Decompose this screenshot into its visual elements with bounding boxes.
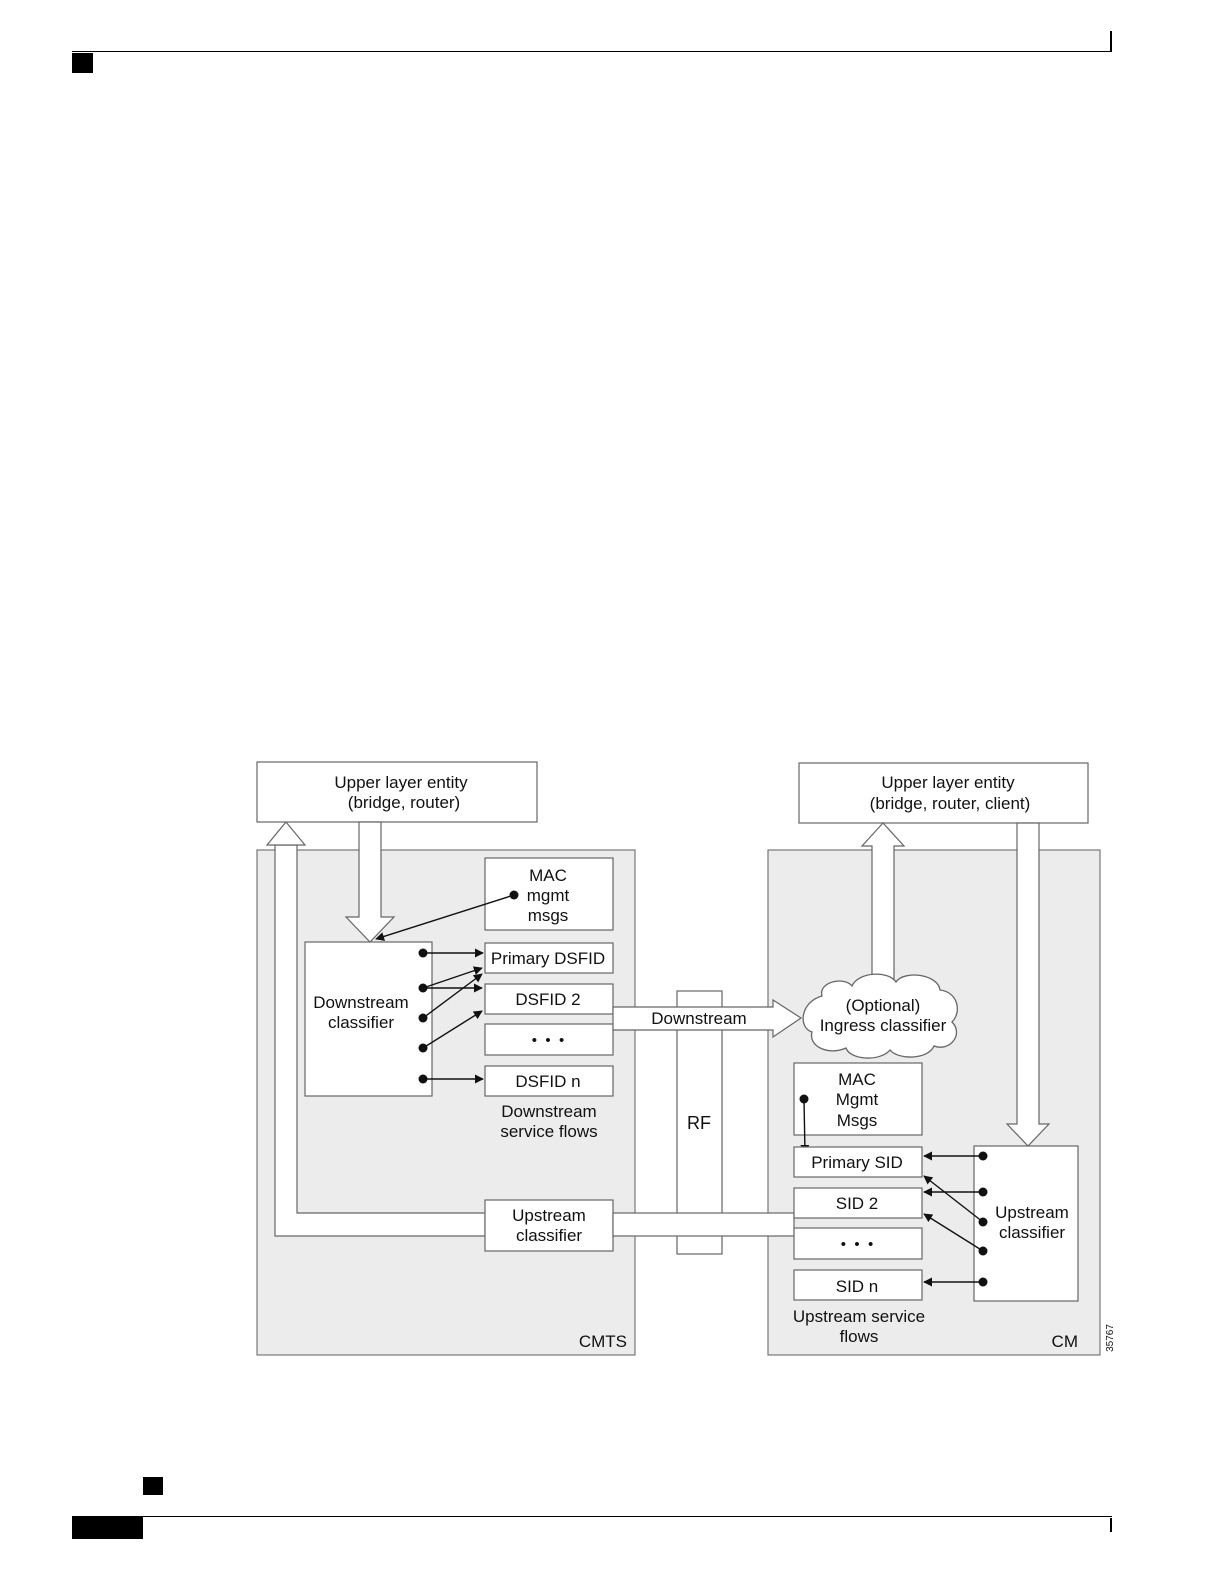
cm-sid-2-label: SID 2 [836, 1194, 879, 1213]
upstream-channel [612, 1212, 795, 1237]
downstream-arrow [612, 998, 803, 1039]
cmts-mac-mgmt-line1: MAC [529, 866, 567, 885]
cmts-downstream-classifier-box [304, 941, 433, 1097]
cmts-mac-mgmt-line3: msgs [528, 906, 569, 925]
cm-ingress-cloud [802, 973, 958, 1059]
cm-mac-mgmt-line1: MAC [838, 1070, 876, 1089]
cmts-classifier-link [422, 966, 483, 989]
cm-sid-n-box [793, 1269, 923, 1301]
cm-upstream-classifier-line2: classifier [999, 1223, 1065, 1242]
cm-ingress-line2: Ingress classifier [820, 1016, 947, 1035]
cm-label: CM [1052, 1332, 1078, 1351]
cmts-dsfid-ellipsis: • • • [532, 1032, 564, 1049]
cmts-dsfid-n-box [484, 1065, 614, 1097]
cm-flows-caption-line2: flows [840, 1327, 879, 1346]
cm-upper-layer-box [798, 762, 1089, 824]
figure-id: 35767 [1105, 1324, 1116, 1352]
cm-primary-sid-box [793, 1146, 923, 1178]
cmts-upper-layer-line2: (bridge, router) [348, 793, 460, 812]
cm-downward-arrow [1005, 822, 1051, 1147]
cm-upstream-classifier-line1: Upstream [995, 1203, 1069, 1222]
cm-primary-sid-label: Primary SID [811, 1153, 903, 1172]
footer-marker [143, 1477, 163, 1495]
cmts-panel [256, 849, 636, 1356]
cmts-dsfid-2-label: DSFID 2 [515, 990, 580, 1009]
cm-mac-mgmt-box [793, 1062, 923, 1136]
rf-column [676, 990, 723, 1255]
cmts-downstream-classifier-line2: classifier [328, 1013, 394, 1032]
cm-mac-mgmt-line3: Msgs [837, 1111, 878, 1130]
cm-classifier-link [923, 1175, 984, 1223]
cmts-dsfid-ellipsis-box [484, 1023, 614, 1056]
cmts-upper-layer-box [256, 761, 538, 823]
cmts-classifier-link [422, 973, 483, 1019]
cmts-classifier-link [422, 1010, 483, 1049]
cmts-mac-mgmt-line2: mgmt [527, 886, 570, 905]
cmts-upstream-arrowhead [265, 821, 307, 846]
cm-ingress-line1: (Optional) [846, 996, 921, 1015]
cm-mac-mgmt-link [800, 1098, 810, 1154]
cmts-downstream-classifier-line1: Downstream [313, 993, 408, 1012]
cm-sid-2-box [793, 1187, 923, 1219]
cmts-upstream-classifier-line2: classifier [516, 1226, 582, 1245]
downstream-arrow-label: Downstream [651, 1009, 746, 1028]
rf-label: RF [687, 1113, 711, 1133]
header-rule [72, 51, 1112, 52]
cm-upward-arrow [860, 822, 906, 991]
cmts-flows-caption-line2: service flows [500, 1122, 597, 1141]
cmts-flows-caption-line1: Downstream [501, 1102, 596, 1121]
footer-rule [72, 1516, 1112, 1517]
cm-sid-ellipsis: • • • [841, 1236, 873, 1253]
cm-flows-caption-line1: Upstream service [793, 1307, 925, 1326]
cmts-primary-dsfid-box [484, 942, 614, 974]
header-marker [72, 53, 93, 73]
footer-page-tab [72, 1517, 143, 1539]
cmts-downward-arrow [344, 821, 396, 943]
cmts-dsfid-n-label: DSFID n [515, 1072, 580, 1091]
cmts-label: CMTS [579, 1332, 627, 1351]
cmts-upper-layer-line1: Upper layer entity [334, 773, 468, 792]
cmts-mac-mgmt-link [375, 894, 515, 941]
cm-mac-mgmt-line2: Mgmt [836, 1090, 879, 1109]
cm-sid-n-label: SID n [836, 1277, 879, 1296]
cmts-mac-mgmt-box [484, 857, 614, 931]
cm-classifier-link [923, 1213, 984, 1252]
cmts-upstream-classifier-line1: Upstream [512, 1206, 586, 1225]
cm-upstream-classifier-box [973, 1145, 1079, 1302]
cm-upper-layer-line2: (bridge, router, client) [870, 794, 1031, 813]
footer-tick [1110, 1518, 1112, 1532]
cmts-primary-dsfid-label: Primary DSFID [491, 949, 605, 968]
cmts-dsfid-2-box [484, 983, 614, 1015]
header-tick [1110, 31, 1112, 52]
cm-sid-ellipsis-box [793, 1227, 923, 1260]
cm-upper-layer-line1: Upper layer entity [881, 773, 1015, 792]
